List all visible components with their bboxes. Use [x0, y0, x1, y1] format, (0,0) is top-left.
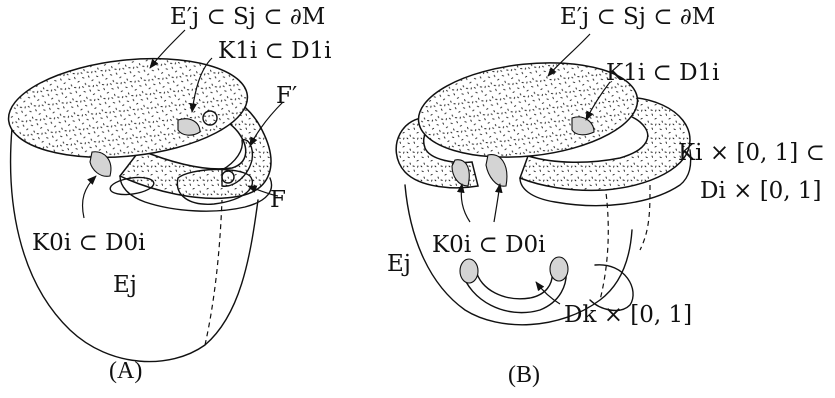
panel-a: E′j ⊂ Sj ⊂ ∂M K1i ⊂ D1i F′ F K0i ⊂ D0i E… — [4, 4, 332, 384]
panel-b-label-k0: K0i ⊂ D0i — [432, 232, 546, 258]
panel-b-label-ej: Ej — [387, 251, 411, 277]
panel-a-disk-e-prime — [4, 48, 253, 169]
panel-a-caption: (A) — [109, 358, 142, 384]
panel-a-label-k1: K1i ⊂ D1i — [218, 38, 332, 64]
panel-b-arrow-k0-left — [461, 184, 470, 222]
panel-a-label-k0: K0i ⊂ D0i — [32, 230, 146, 256]
panel-b-label-dk: Dk × [0, 1] — [564, 302, 692, 328]
panel-b-dk-end-left — [460, 259, 478, 283]
panel-b: E′j ⊂ Sj ⊂ ∂M K1i ⊂ D1i Ki × [0, 1] ⊂ Di… — [387, 4, 825, 388]
panel-b-shade-k0 — [486, 155, 507, 187]
panel-b-arrow-dk — [536, 282, 560, 304]
panel-b-label-e-prime: E′j ⊂ Sj ⊂ ∂M — [560, 4, 715, 30]
panel-b-ej-hidden-edge — [600, 185, 608, 300]
panel-a-ej-hidden-edge — [205, 200, 222, 345]
panel-a-label-ej: Ej — [113, 272, 137, 298]
panel-b-label-ki-line1: Ki × [0, 1] ⊂ — [678, 140, 825, 166]
panel-a-arrow-k0 — [83, 176, 97, 218]
panel-b-label-k1: K1i ⊂ D1i — [606, 60, 720, 86]
panel-a-label-e-prime: E′j ⊂ Sj ⊂ ∂M — [170, 4, 325, 30]
panel-b-caption: (B) — [508, 362, 540, 388]
panel-b-arrow-k0-right — [494, 184, 500, 222]
panel-a-label-f-prime: F′ — [276, 83, 297, 109]
panel-b-label-ki-line2: Di × [0, 1] — [700, 178, 822, 204]
panel-b-dk-end-right — [550, 257, 568, 281]
panel-b-dashed-curve — [640, 185, 650, 250]
panel-a-label-f: F — [270, 187, 286, 213]
